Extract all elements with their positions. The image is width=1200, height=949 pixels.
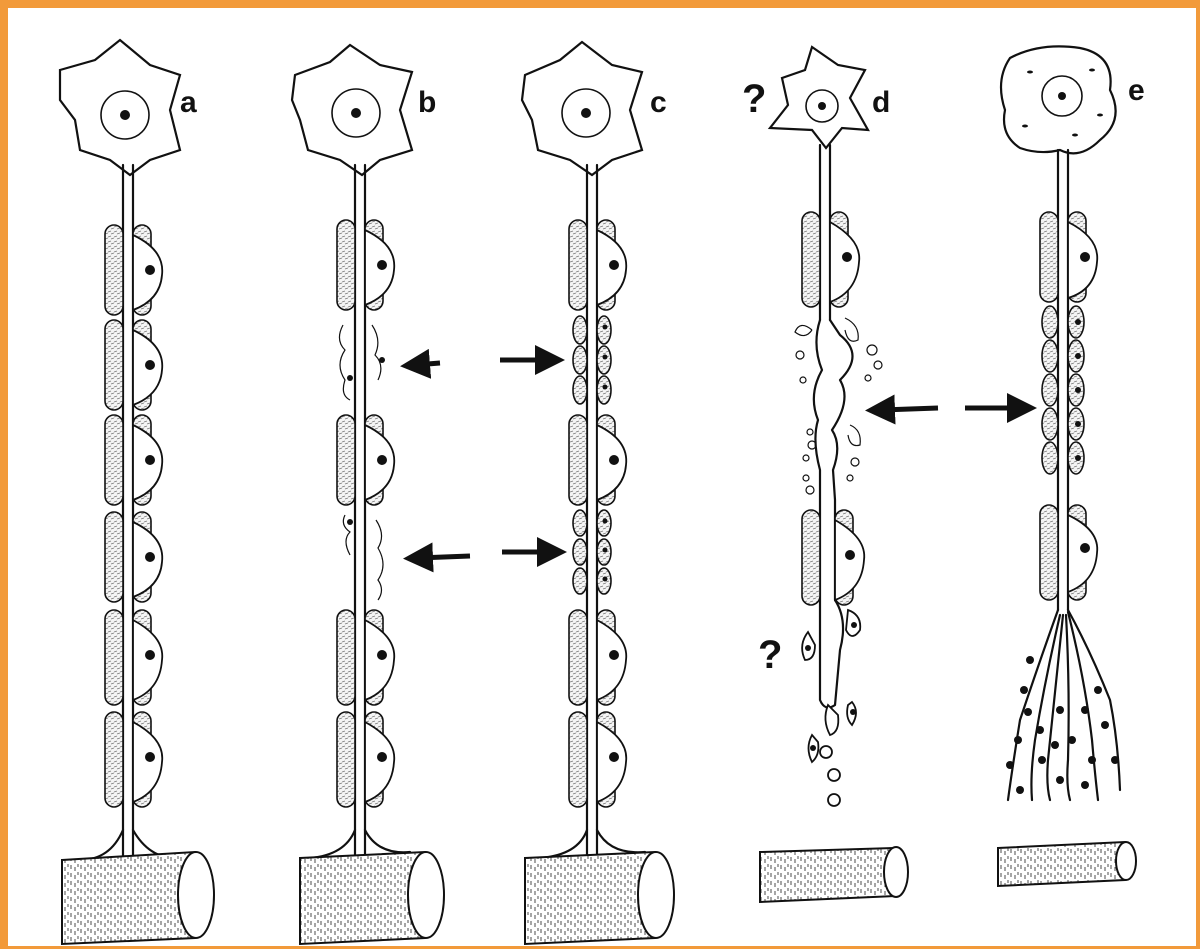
arrows (415, 360, 1022, 558)
schwann-d-lower (802, 510, 864, 806)
nucleolus-e (1058, 92, 1066, 100)
panel-d: d ? ? (742, 47, 908, 902)
arrow-left-d (880, 408, 938, 410)
axon-d (820, 145, 830, 320)
muscle-fiber-c (525, 852, 674, 944)
debris-d (795, 318, 882, 494)
myelin-segments-d (802, 212, 859, 307)
panel-a: a (60, 40, 214, 944)
nucleolus-d (818, 102, 826, 110)
demyelination-b1 (339, 325, 350, 400)
axon-e (1058, 150, 1068, 610)
atrophied-muscle-d (760, 847, 908, 902)
question-mark-axon: ? (758, 633, 782, 677)
nucleolus-a (120, 110, 130, 120)
nucleolus-c (581, 108, 591, 118)
label-a: a (180, 86, 197, 119)
label-b: b (418, 86, 436, 119)
question-mark-soma: ? (742, 77, 766, 121)
panel-e: e (998, 46, 1145, 886)
label-e: e (1128, 74, 1145, 107)
label-c: c (650, 86, 667, 119)
atrophied-muscle-e (998, 842, 1136, 886)
muscle-fiber-a (62, 852, 214, 944)
arrow-left-b2 (418, 556, 470, 558)
panel-c: c (522, 42, 674, 944)
label-d: d (872, 86, 890, 119)
panel-b: b (292, 45, 444, 944)
collateral-sprouts-e (1006, 610, 1120, 800)
arrow-left-b1 (415, 363, 440, 365)
muscle-fiber-b (300, 852, 444, 944)
nucleolus-b (351, 108, 361, 118)
